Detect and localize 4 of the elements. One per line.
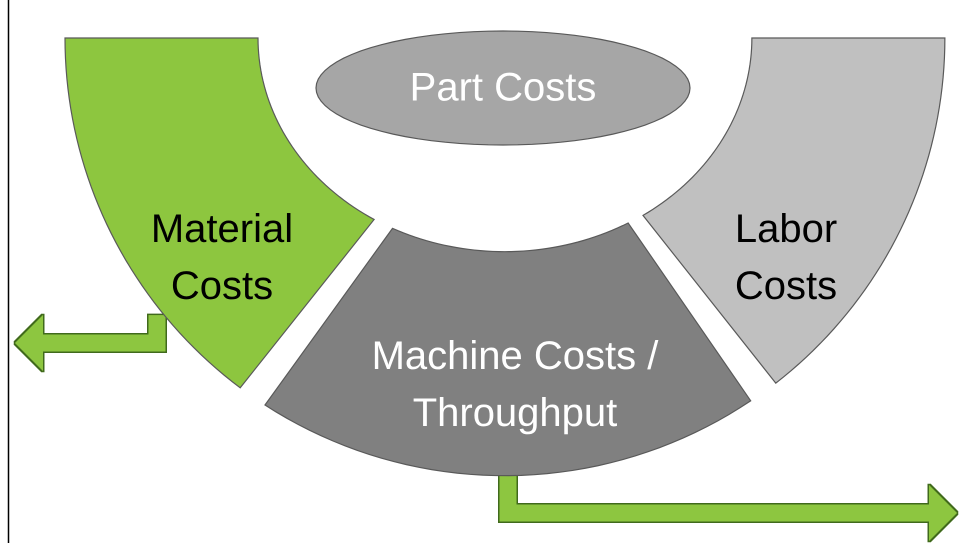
segment-label: Labor Costs bbox=[734, 206, 838, 310]
segment-label: Machine Costs / Throughput bbox=[370, 332, 660, 437]
segment-label: Material Costs bbox=[150, 206, 294, 310]
segment-label: Part Costs bbox=[408, 64, 598, 112]
